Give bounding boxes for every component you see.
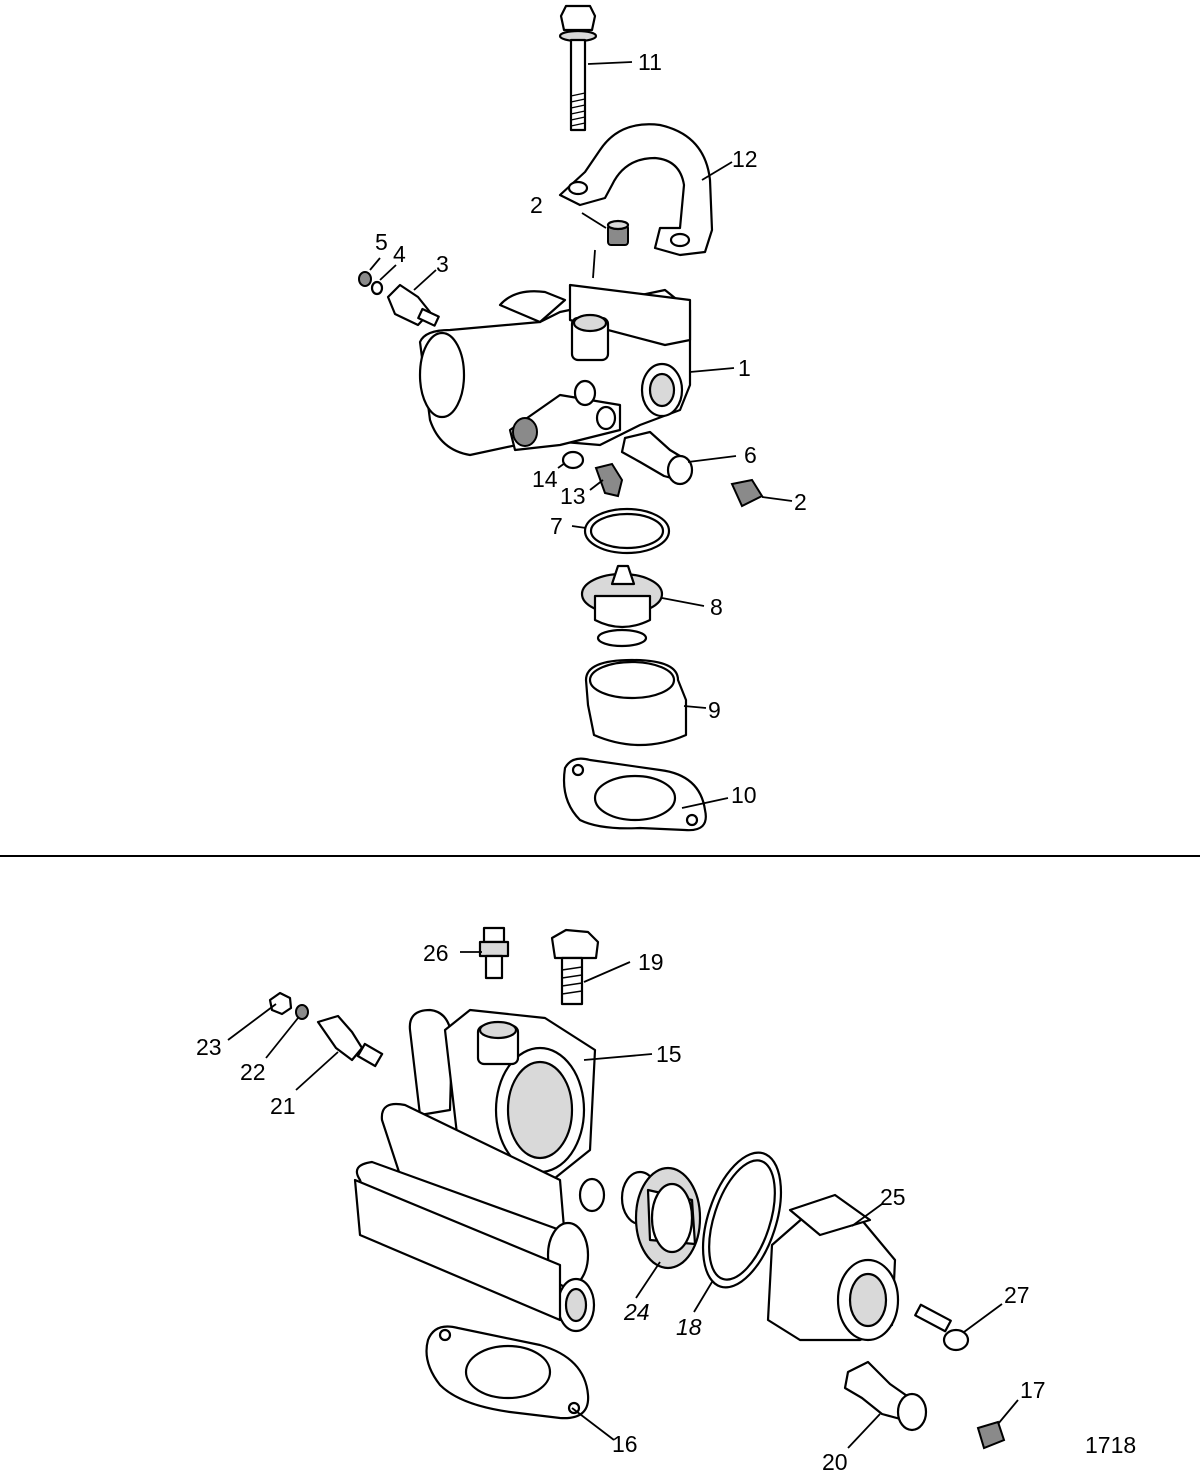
callout-13: 13 <box>560 483 586 509</box>
part-nut-5 <box>358 271 372 287</box>
callout-18: 18 <box>676 1314 702 1340</box>
part-washer-4 <box>370 280 384 296</box>
callout-2-right: 2 <box>794 489 807 515</box>
part-oring-7 <box>583 507 671 555</box>
callout-11: 11 <box>638 49 662 75</box>
part-thermostat-housing-1 <box>418 283 692 457</box>
callout-3: 3 <box>436 251 449 277</box>
part-sensor-6 <box>620 430 694 486</box>
part-thermostat-housing-15 <box>353 1008 606 1333</box>
callout-14: 14 <box>532 466 558 492</box>
part-gasket-10 <box>562 757 707 832</box>
part-nut-23 <box>268 991 293 1016</box>
callout-7: 7 <box>550 513 563 539</box>
part-sender-21 <box>316 1014 384 1068</box>
part-plug-2-top <box>606 219 630 246</box>
callout-23: 23 <box>196 1034 222 1060</box>
part-thermostat-24 <box>620 1166 702 1270</box>
part-plug-2-right <box>730 478 764 508</box>
part-thermostat-8 <box>580 564 664 648</box>
part-cover-25 <box>766 1193 900 1342</box>
callout-21: 21 <box>270 1093 296 1119</box>
callout-26: 26 <box>423 940 449 966</box>
part-fitting-26 <box>478 926 510 980</box>
callout-10: 10 <box>731 782 757 808</box>
callout-8: 8 <box>710 594 723 620</box>
callout-19: 19 <box>638 949 664 975</box>
part-bolt-19 <box>550 928 600 1006</box>
part-washer-22 <box>295 1004 309 1020</box>
part-sleeve-9 <box>584 658 688 747</box>
part-fitting-13 <box>594 462 624 498</box>
callout-9: 9 <box>708 697 721 723</box>
callout-12: 12 <box>732 146 758 172</box>
callout-15: 15 <box>656 1041 682 1067</box>
callout-2-top: 2 <box>530 192 543 218</box>
callout-17: 17 <box>1020 1377 1046 1403</box>
part-bolt-11 <box>558 4 598 132</box>
callout-25: 25 <box>880 1184 906 1210</box>
callout-5: 5 <box>375 229 388 255</box>
callout-16: 16 <box>612 1431 638 1457</box>
callout-4: 4 <box>393 241 406 267</box>
part-sensor-20 <box>843 1360 928 1432</box>
figure-number: 1718 <box>1085 1432 1136 1458</box>
callout-27: 27 <box>1004 1282 1030 1308</box>
callout-22: 22 <box>240 1059 266 1085</box>
part-gasket-16 <box>425 1325 590 1420</box>
callout-24: 24 <box>623 1299 650 1325</box>
part-oring-18 <box>701 1151 783 1289</box>
callout-6: 6 <box>744 442 757 468</box>
callout-1: 1 <box>738 355 751 381</box>
part-bracket-12 <box>558 123 714 257</box>
part-plug-17 <box>976 1420 1006 1450</box>
part-bolt-27 <box>914 1303 970 1352</box>
callout-20: 20 <box>822 1449 848 1473</box>
part-oring-14 <box>561 450 585 470</box>
part-sender-3 <box>386 283 440 327</box>
